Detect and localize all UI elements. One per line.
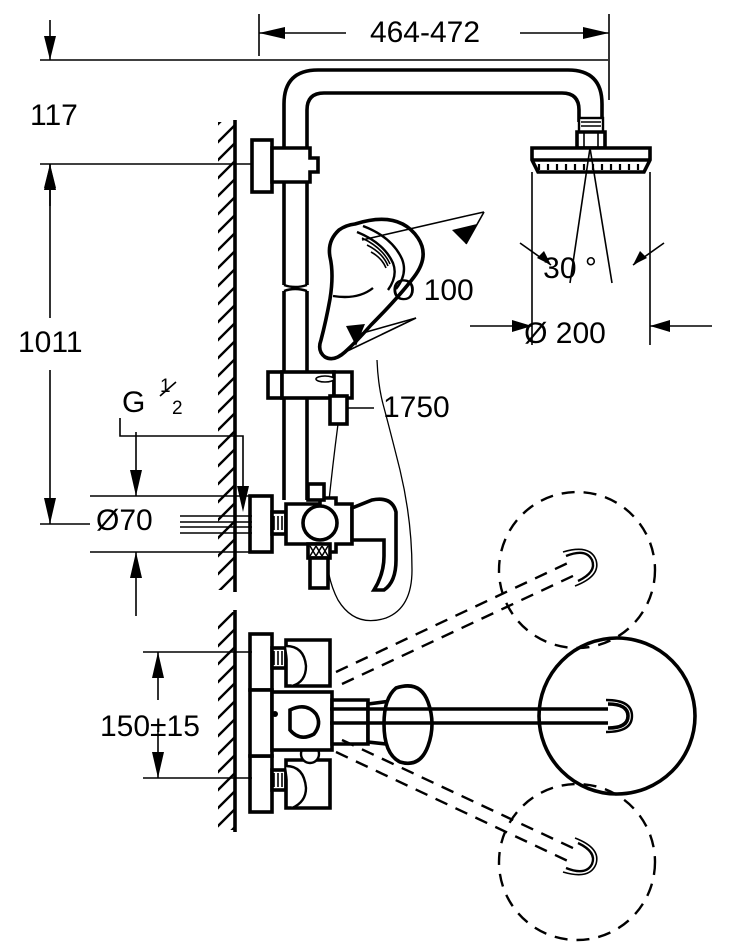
head-diameter-dimension [470,172,712,345]
dimension-label-hand-shower: Ø 100 [392,274,474,307]
dimension-label-top-width: 464-472 [370,16,480,49]
dimension-label-thread-numerator: 1 [160,376,171,397]
dimension-label-spray-angle: 30 ° [543,252,597,285]
dimension-1011: 1011 [18,164,90,525]
dimension-hand-shower-100: Ø 100 [392,274,474,307]
hand-shower-diameter-leaders [338,211,485,356]
dimension-label-mixer-centres: 150±15 [100,710,200,743]
dimension-head-200: Ø 200 [524,317,606,350]
hand-shower [317,217,425,361]
dimension-escutcheon-70: Ø70 [90,432,252,616]
wall-section [218,120,237,832]
dimension-label-hose: 1750 [383,391,450,424]
dimension-label-thread: G [122,386,145,419]
dimension-464-472: 464-472 [258,14,610,100]
spout-swivel-range [330,490,697,942]
shower-mixer [248,482,398,592]
dimension-thread-g-half: G 1 2 [119,376,249,512]
head-shower [530,130,652,174]
dimension-hose-1750: 1750 [347,391,450,424]
dimension-label-escutcheon: Ø70 [96,504,153,537]
dimension-label-117: 117 [30,99,78,132]
hand-shower-holder [266,370,354,426]
dimension-spray-angle-30: 30 ° [543,252,597,285]
spray-angle-indicator [519,147,665,284]
dimension-label-head-diameter: Ø 200 [524,317,606,350]
dimension-label-thread-denominator: 2 [172,398,183,419]
wall-bracket-top [250,138,320,194]
dimension-150-plus-minus-15: 150±15 [100,651,252,779]
dimension-label-1011: 1011 [18,326,83,359]
